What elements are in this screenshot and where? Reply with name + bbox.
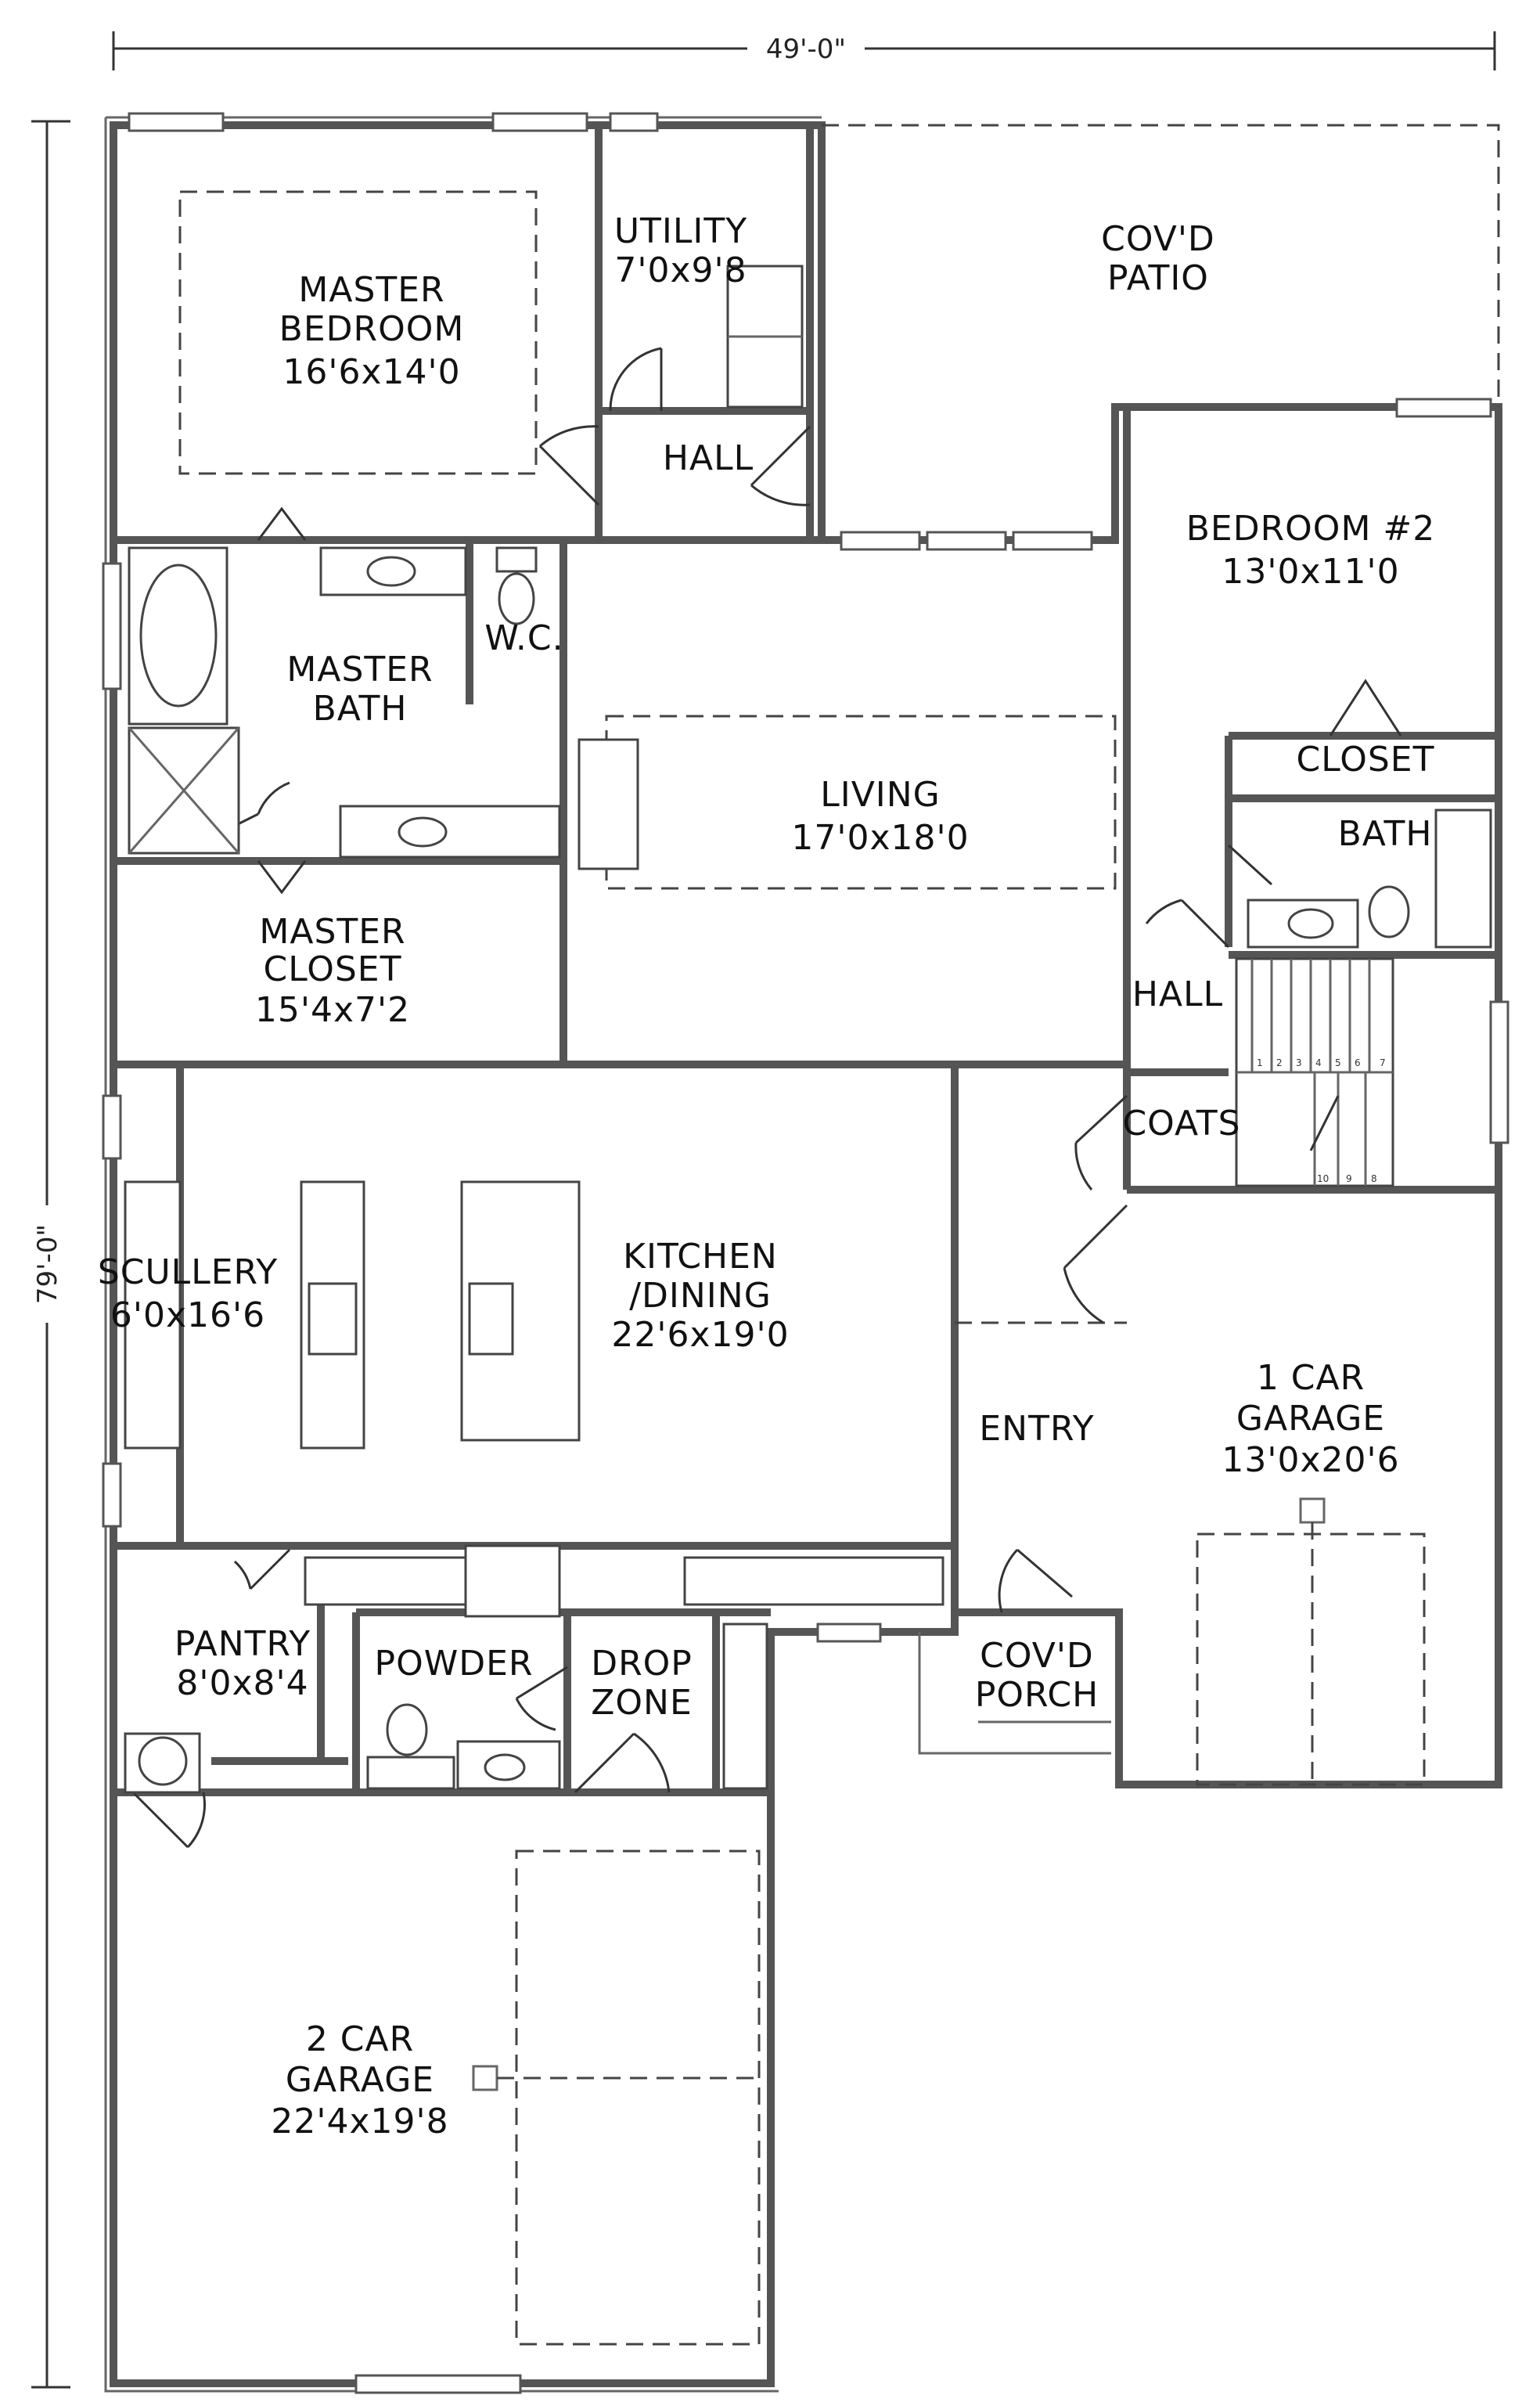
label-line: MASTER: [298, 270, 444, 310]
scullery-counter: [124, 1180, 182, 1450]
room-size-garage-2car: 22'4x19'8: [271, 2102, 448, 2141]
label-line: MASTER: [286, 650, 433, 690]
windows: [102, 112, 1509, 2394]
stair-number: 10: [1317, 1173, 1329, 1184]
stair-number: 9: [1346, 1173, 1352, 1184]
stair-number: 4: [1315, 1057, 1322, 1068]
room-name-coats: COATS: [1122, 1104, 1240, 1144]
toilet-icon: [495, 546, 538, 573]
label-line: 2 CAR: [306, 2019, 414, 2059]
kitchen-island-sink: [460, 1180, 581, 1442]
stairs: 1 2 3 4 5 6 7 8 9 10: [1235, 957, 1394, 1187]
bathtub-icon: [1434, 809, 1492, 949]
dimension-depth-label: 79'-0": [32, 1224, 63, 1304]
toilet-icon: [386, 1703, 428, 1756]
room-name-utility: UTILITY: [614, 211, 747, 251]
room-name-closet: CLOSET: [1297, 740, 1435, 780]
fixtures: [124, 265, 1492, 1794]
room-name-kitchen-dining: KITCHEN/DINING: [623, 1237, 778, 1316]
label-line: PATIO: [1107, 258, 1209, 298]
stair-number: 8: [1371, 1173, 1377, 1184]
stair-number: 5: [1335, 1057, 1341, 1068]
label-line: BATH: [313, 689, 408, 729]
toilet-icon: [1368, 885, 1410, 938]
dimension-depth-line: 79'-0": [27, 120, 70, 2389]
stair-number: 6: [1355, 1057, 1361, 1068]
room-size-master-closet: 15'4x7'2: [255, 990, 410, 1030]
label-line: CLOSET: [264, 949, 402, 989]
stair-number: 2: [1276, 1057, 1283, 1068]
dimension-width-label: 49'-0": [766, 34, 846, 65]
room-name-bedroom2: BEDROOM #2: [1186, 509, 1436, 549]
room-name-powder: POWDER: [375, 1644, 534, 1684]
room-name-scullery: SCULLERY: [98, 1252, 278, 1292]
doors: [131, 347, 1402, 1849]
stair-number: 3: [1296, 1057, 1302, 1068]
label-line: COV'D: [980, 1636, 1094, 1676]
room-name-pantry: PANTRY: [175, 1624, 311, 1664]
label-line: 1 CAR: [1257, 1358, 1365, 1398]
label-line: PORCH: [975, 1675, 1099, 1715]
stair-number: 7: [1380, 1057, 1386, 1068]
label-line: GARAGE: [1236, 1399, 1385, 1439]
label-line: ZONE: [591, 1683, 693, 1723]
room-size-bedroom2: 13'0x11'0: [1222, 552, 1399, 592]
label-line: GARAGE: [286, 2060, 434, 2100]
label-line: COV'D: [1101, 219, 1215, 259]
label-line: KITCHEN: [623, 1237, 778, 1277]
room-name-bath: BATH: [1338, 814, 1433, 854]
garage-door-marks: [472, 1497, 1326, 2091]
interior-walls: [113, 125, 1499, 1796]
room-name-hall: HALL: [663, 438, 754, 478]
room-size-scullery: 6'0x16'6: [110, 1295, 265, 1335]
room-name-living: LIVING: [820, 775, 941, 815]
room-size-master-bedroom: 16'6x14'0: [282, 352, 460, 392]
room-labels: UTILITY 7'0x9'8 HALL BEDROOM #2 13'0x11'…: [98, 211, 1436, 1703]
stair-number: 1: [1257, 1057, 1263, 1068]
label-line: BEDROOM: [279, 309, 465, 349]
label-line: MASTER: [259, 912, 405, 952]
room-name-entry: ENTRY: [979, 1409, 1094, 1449]
ceiling-outlines: [178, 190, 1426, 2346]
room-size-utility: 7'0x9'8: [614, 250, 747, 290]
range-icon: [464, 1544, 561, 1618]
room-size-garage-1car: 13'0x20'6: [1222, 1440, 1399, 1480]
room-name-wc: W.C.: [484, 618, 563, 658]
room-size-kitchen-dining: 22'6x19'0: [611, 1315, 789, 1355]
room-name-hall: HALL: [1132, 974, 1223, 1014]
label-line: /DINING: [629, 1276, 772, 1316]
room-size-pantry: 8'0x8'4: [176, 1663, 308, 1703]
label-line: DROP: [591, 1644, 693, 1684]
dimension-width-line: 49'-0": [112, 30, 1496, 70]
room-size-living: 17'0x18'0: [791, 818, 969, 858]
porch-outline: [918, 1632, 1111, 1755]
fireplace-icon: [578, 738, 639, 870]
